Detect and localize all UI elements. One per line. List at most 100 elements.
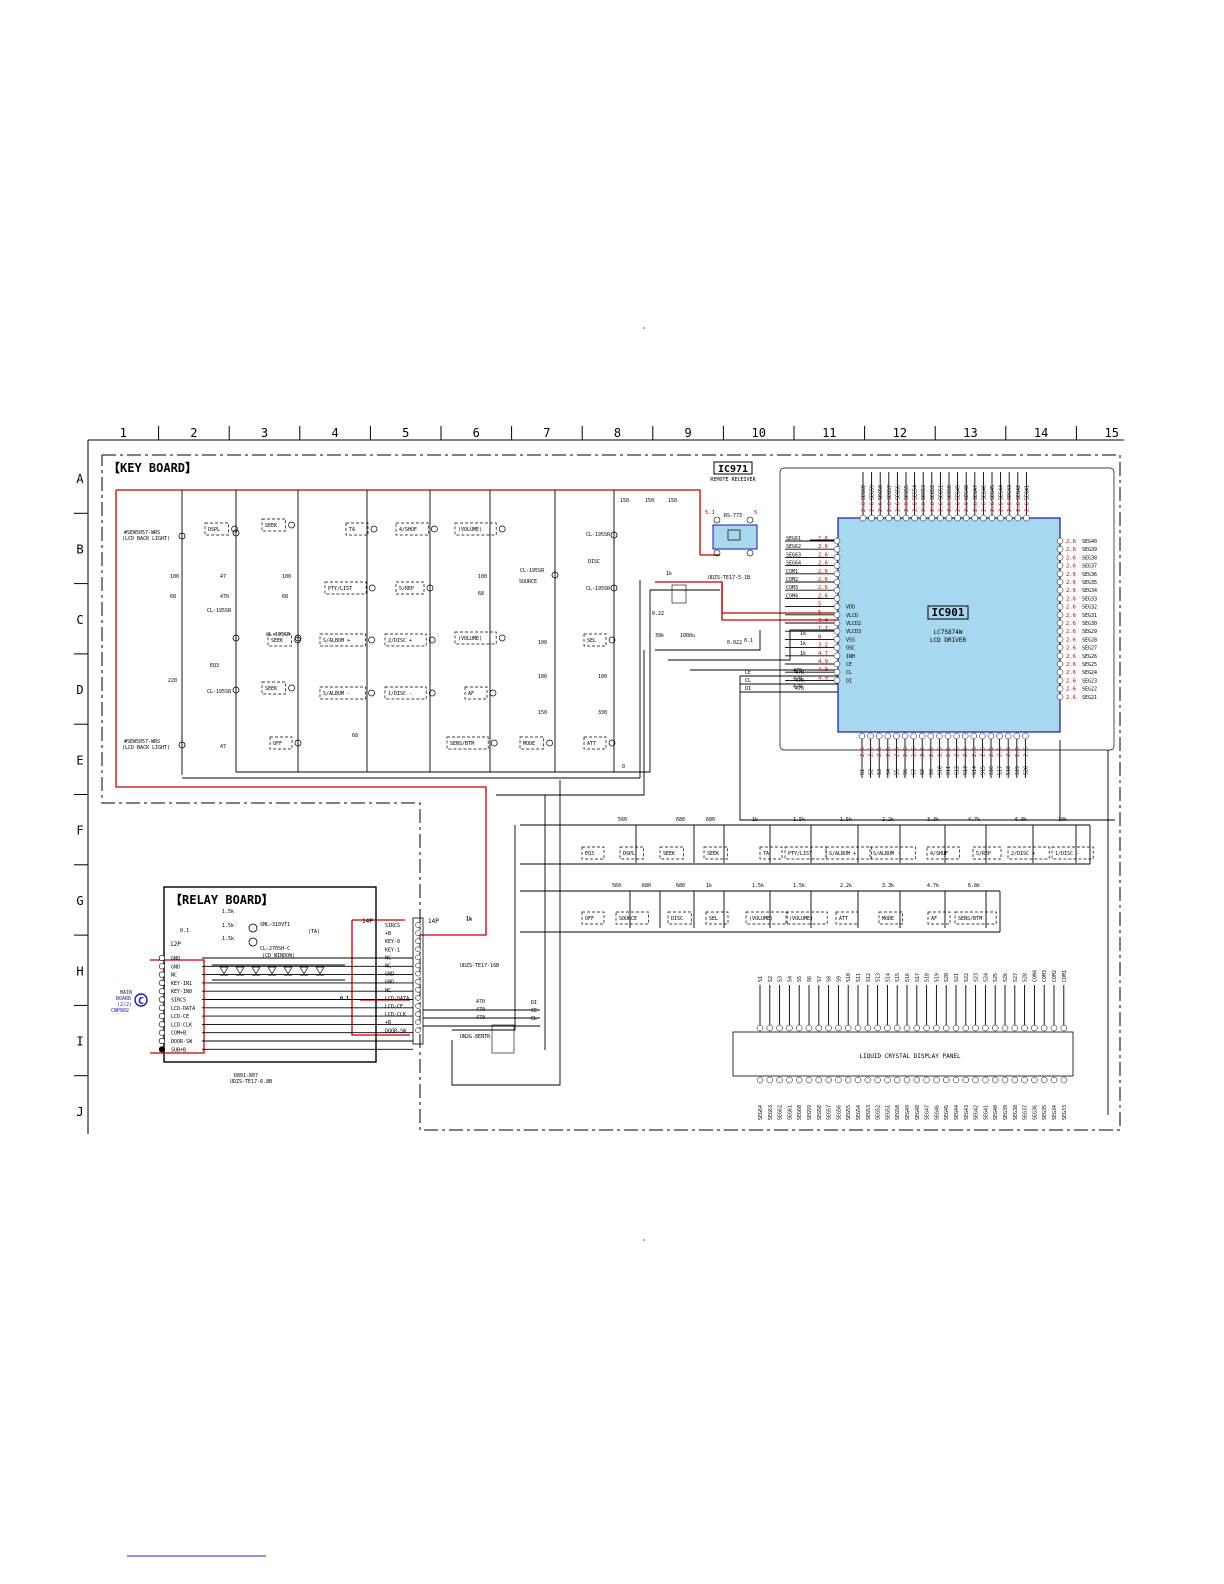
relay-pin-label: DOOR-SW — [171, 1039, 193, 1045]
ic901-pin — [867, 732, 874, 740]
ic901-pin-label: SEG26 — [1082, 654, 1097, 660]
ic901-pin-label: SEG38 — [1082, 555, 1097, 561]
ic901-pin — [893, 732, 900, 740]
key-label: 1/DISC - — [388, 691, 412, 697]
ic901-pin — [858, 732, 866, 740]
key-label: 2/DISC + — [388, 638, 412, 644]
ic901-pin-volt: 1.7 — [818, 626, 828, 632]
matrix-key-label: 2/DISC + — [1011, 851, 1035, 857]
matrix-key — [927, 911, 951, 925]
ic901-part: LC75874W — [934, 629, 963, 636]
ic901-pin-volt: 2.6 — [1066, 555, 1076, 561]
ic901-pin-volt: 2.6 — [1066, 613, 1076, 619]
ic901-pin-volt: 2.6 — [1066, 670, 1076, 676]
matrix-resistor: 680 — [676, 883, 685, 889]
matrix-key — [615, 911, 649, 925]
ic901-pin-label: OSC — [846, 646, 855, 652]
ic901-pin — [833, 595, 841, 602]
key-label: SEL — [587, 638, 596, 644]
component-value: 1k — [800, 631, 806, 637]
row-label: H — [76, 964, 83, 978]
ic901-pin — [979, 732, 986, 740]
key-switch — [267, 633, 292, 647]
ic901-pin-label: S7 — [912, 769, 918, 775]
col-label: 6 — [473, 426, 480, 440]
relay-pin — [158, 1029, 166, 1036]
ic901-pin — [833, 562, 841, 569]
lcd-pin-label: S17 — [915, 973, 921, 982]
ic901-pin — [910, 732, 917, 740]
mid-part-label: CE — [531, 1008, 537, 1014]
component-value: 150 — [645, 498, 654, 504]
matrix-key-label: S/ALBUM + — [829, 851, 856, 857]
lcd-pin-label: SEG51 — [885, 1105, 891, 1120]
ic901-pin-label: VLCD3 — [846, 629, 861, 635]
cl-led-d: CL-195SR — [520, 568, 545, 574]
ic901-pin-volt: 2.6 — [1015, 747, 1021, 757]
mid-connector-ref-2: 14P — [428, 918, 439, 925]
lcd-pin-label: S13 — [876, 973, 882, 982]
lcd-pin — [874, 1076, 881, 1084]
component-value: 1000u — [680, 633, 695, 639]
key-switch — [395, 522, 429, 536]
mid-pin-label: +B — [385, 1020, 391, 1026]
col-label: 2 — [190, 426, 197, 440]
sig-cl: CL — [745, 678, 751, 684]
lcd-pin-label: S23 — [974, 973, 980, 982]
ic901-pin-label: SEG24 — [1082, 670, 1097, 676]
lcd-pin — [933, 1076, 940, 1084]
ic901-pin-volt: 5 — [818, 610, 821, 616]
lcd-pin — [942, 1024, 950, 1032]
lcd-pin — [844, 1076, 852, 1084]
matrix-key-label: 5/REP — [976, 851, 991, 857]
component-value: 0.022 — [727, 640, 742, 646]
matrix-key — [619, 846, 644, 860]
ic901-pin-volt: 2.6 — [1023, 747, 1029, 757]
col-label: 15 — [1104, 426, 1118, 440]
ic901-pin-label: SEG48 — [964, 485, 970, 500]
component-value: 47 — [220, 574, 226, 580]
lcd-pin-label: S15 — [895, 973, 901, 982]
lcd-pin-label: S8 — [827, 976, 833, 982]
matrix-key-label: (VOLUME) — [789, 916, 813, 922]
relay-pin — [158, 1021, 166, 1028]
ic901-pin — [918, 732, 926, 740]
lcd-pin — [1031, 1024, 1038, 1032]
key-contact — [498, 634, 506, 642]
ic901-pin-volt: 2.6 — [1066, 687, 1076, 693]
mid-pin — [415, 1027, 421, 1034]
component-value: 39k — [655, 633, 664, 639]
ic901-pin-volt: 2.6 — [818, 552, 828, 558]
ic901-pin-volt: 2.6 — [998, 747, 1004, 757]
diode — [315, 966, 325, 975]
ic901-pin-volt: 2.6 — [1066, 564, 1076, 570]
ic901-pin-volt: 2.6 — [938, 502, 944, 512]
lcd-pin — [795, 1024, 803, 1032]
matrix-key-label: S/ALBUM - — [873, 851, 900, 857]
component-value: 68 — [478, 591, 484, 597]
switch-matrix-wiring — [520, 824, 1091, 933]
ic901-pin-volt: 2.6 — [947, 502, 953, 512]
ic901-pin-volt: 2.6 — [964, 502, 970, 512]
component-value: 68 — [282, 594, 288, 600]
ic901-pin-volt: 2.6 — [903, 747, 909, 757]
relay-part-label: CL-270SH-C — [260, 946, 290, 952]
key-contact — [608, 739, 616, 747]
ic901-pin-label: SEG33 — [1082, 596, 1097, 602]
lcd-pin — [933, 1024, 940, 1032]
key-contact — [428, 689, 436, 697]
ic901-pin — [953, 732, 960, 740]
ic901-pin — [868, 514, 875, 522]
ic901-pin-volt: 2.6 — [818, 569, 828, 575]
matrix-key-label: MODE — [882, 916, 894, 922]
ic901-pin-label: S8 — [920, 769, 926, 775]
key-switch — [384, 686, 427, 700]
mid-pin — [415, 987, 421, 993]
component-value: 150 — [620, 498, 629, 504]
ic901-pin — [1056, 693, 1064, 701]
matrix-key-label: EQ3 — [585, 851, 594, 857]
mid-pin-label: NC — [385, 964, 391, 970]
